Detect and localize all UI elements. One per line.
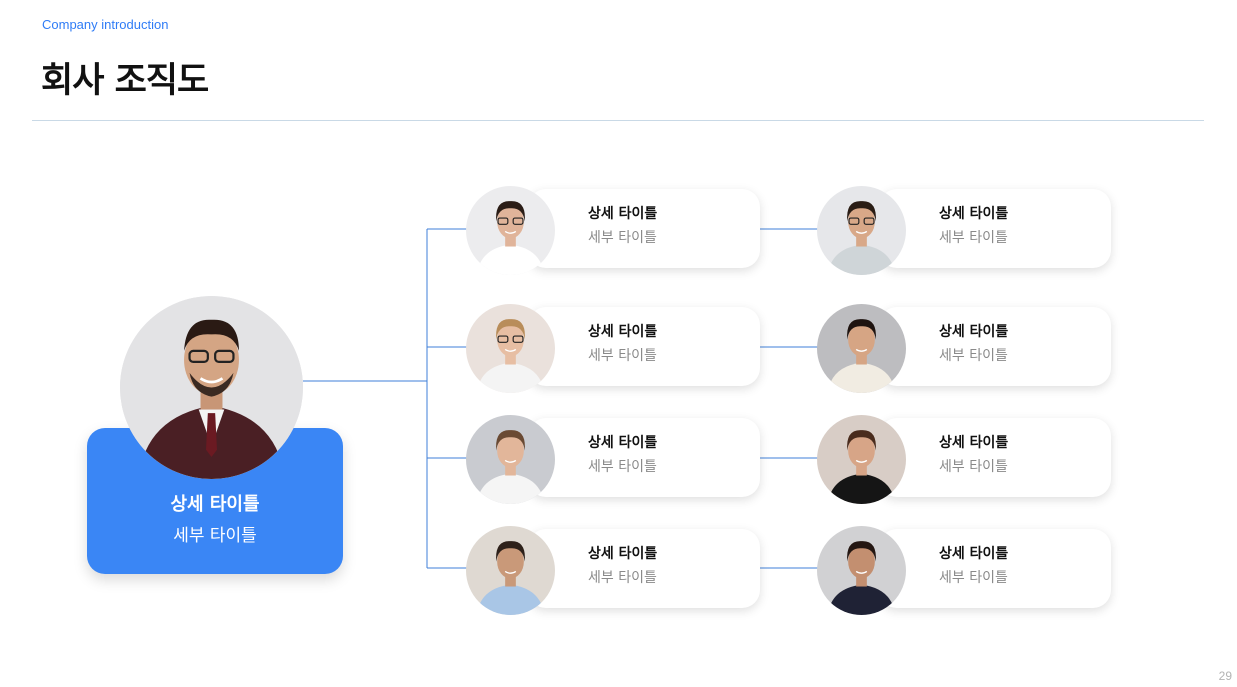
person-photo-icon (466, 304, 555, 393)
member-subtitle: 세부 타이틀 (939, 570, 1008, 586)
member-title: 상세 타이틀 (588, 206, 658, 222)
member-title: 상세 타이틀 (588, 435, 658, 451)
member-title: 상세 타이틀 (939, 435, 1009, 451)
person-photo-icon (120, 296, 303, 479)
leader-subtitle: 세부 타이틀 (173, 526, 257, 546)
leader-title: 상세 타이틀 (170, 494, 260, 515)
member-title: 상세 타이틀 (939, 324, 1009, 340)
person-photo-icon (466, 415, 555, 504)
member-avatar (817, 186, 906, 275)
person-photo-icon (466, 186, 555, 275)
person-photo-icon (466, 526, 555, 615)
leader-avatar (120, 296, 303, 479)
member-title: 상세 타이틀 (939, 206, 1009, 222)
member-avatar (466, 415, 555, 504)
person-photo-icon (817, 186, 906, 275)
header-divider (32, 120, 1204, 121)
member-title: 상세 타이틀 (939, 546, 1009, 562)
member-title: 상세 타이틀 (588, 546, 658, 562)
member-subtitle: 세부 타이틀 (588, 348, 657, 364)
page-title: 회사 조직도 (41, 61, 209, 101)
member-subtitle: 세부 타이틀 (939, 348, 1008, 364)
person-photo-icon (817, 304, 906, 393)
member-subtitle: 세부 타이틀 (939, 459, 1008, 475)
member-subtitle: 세부 타이틀 (588, 459, 657, 475)
member-subtitle: 세부 타이틀 (588, 230, 657, 246)
member-avatar (817, 304, 906, 393)
member-subtitle: 세부 타이틀 (939, 230, 1008, 246)
person-photo-icon (817, 526, 906, 615)
section-eyebrow: Company introduction (42, 17, 169, 32)
member-avatar (466, 526, 555, 615)
member-avatar (817, 415, 906, 504)
page-number: 29 (1218, 669, 1232, 683)
member-avatar (817, 526, 906, 615)
person-photo-icon (817, 415, 906, 504)
member-avatar (466, 186, 555, 275)
member-avatar (466, 304, 555, 393)
member-title: 상세 타이틀 (588, 324, 658, 340)
member-subtitle: 세부 타이틀 (588, 570, 657, 586)
